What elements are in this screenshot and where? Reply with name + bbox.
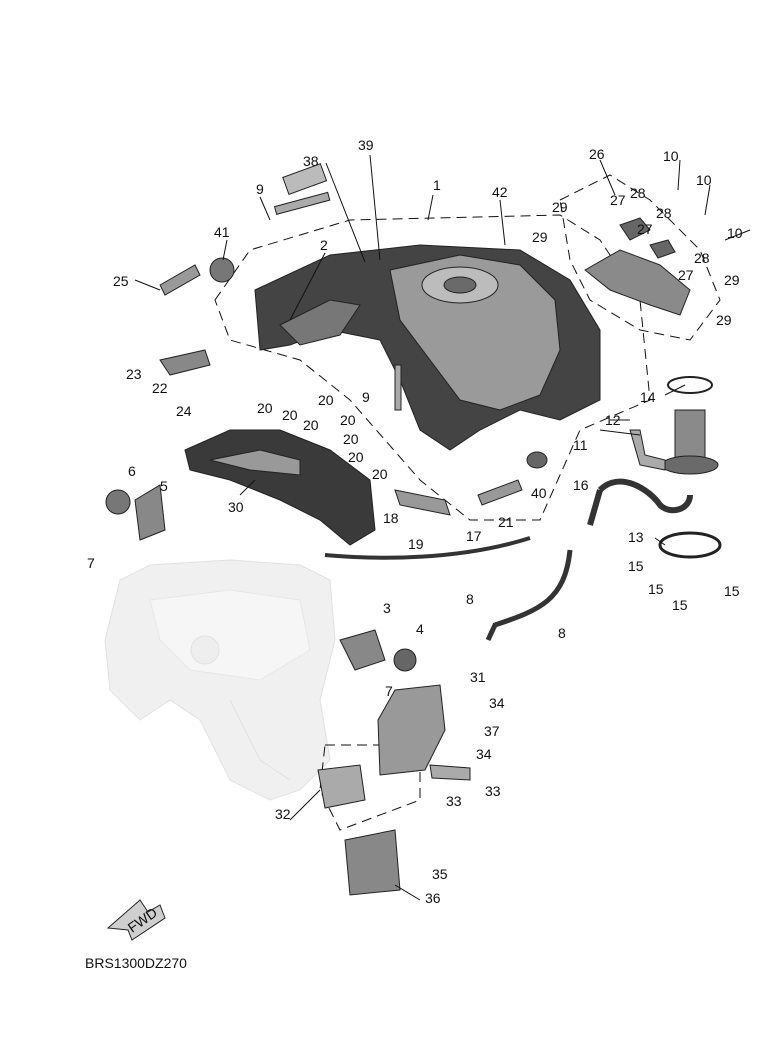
callout-13: 13	[628, 529, 644, 545]
filler-bracket	[584, 217, 691, 316]
callout-6: 6	[128, 463, 136, 479]
callout-25: 25	[113, 273, 129, 289]
callout-20f: 20	[343, 431, 359, 447]
callout-15a: 15	[628, 558, 644, 574]
callout-37: 37	[484, 723, 500, 739]
callout-27c: 27	[678, 267, 694, 283]
callout-16: 16	[573, 477, 589, 493]
callout-27b: 27	[637, 221, 653, 237]
callout-42: 42	[492, 184, 508, 200]
callout-28a: 28	[630, 185, 646, 201]
callout-41: 41	[214, 224, 230, 240]
callout-4: 4	[416, 621, 424, 637]
leader-lines	[134, 154, 751, 901]
fwd-arrow-icon: FWD	[106, 899, 166, 941]
callout-10c: 10	[727, 225, 743, 241]
callout-15d: 15	[724, 583, 740, 599]
callout-21: 21	[498, 514, 514, 530]
callout-1: 1	[433, 177, 441, 193]
callout-33b: 33	[485, 783, 501, 799]
callout-20b: 20	[282, 407, 298, 423]
callout-19: 19	[408, 536, 424, 552]
callout-23: 23	[126, 366, 142, 382]
callout-34b: 34	[476, 746, 492, 762]
callout-9a: 9	[256, 181, 264, 197]
callout-20c: 20	[303, 417, 319, 433]
callout-33a: 33	[446, 793, 462, 809]
callout-7a: 7	[87, 555, 95, 571]
callout-20h: 20	[372, 466, 388, 482]
callout-39: 39	[358, 137, 374, 153]
callout-17: 17	[466, 528, 482, 544]
dashed-outlines	[214, 174, 721, 831]
callout-labels: 1 2 3 4 5 6 7 7 8 8 9 9 10 10 10 11 12 1…	[87, 137, 743, 906]
callout-34a: 34	[489, 695, 505, 711]
diagram-code: BRS1300DZ270	[85, 955, 187, 971]
callout-29a: 29	[552, 199, 568, 215]
side-cover	[184, 429, 376, 546]
callout-40: 40	[531, 485, 547, 501]
callout-35: 35	[432, 866, 448, 882]
callout-38: 38	[303, 153, 319, 169]
fuel-tank	[254, 244, 601, 451]
callout-28b: 28	[656, 205, 672, 221]
callout-14: 14	[640, 389, 656, 405]
callout-24: 24	[176, 403, 192, 419]
callout-30: 30	[228, 499, 244, 515]
callout-32: 32	[275, 806, 291, 822]
callout-10a: 10	[663, 148, 679, 164]
callout-28c: 28	[694, 250, 710, 266]
callout-29c: 29	[724, 272, 740, 288]
callout-2: 2	[320, 237, 328, 253]
callout-27a: 27	[610, 192, 626, 208]
callout-9b: 9	[362, 389, 370, 405]
callout-15c: 15	[672, 597, 688, 613]
callout-26: 26	[589, 146, 605, 162]
callout-20g: 20	[348, 449, 364, 465]
callout-15b: 15	[648, 581, 664, 597]
callout-29d: 29	[716, 312, 732, 328]
callout-36: 36	[425, 890, 441, 906]
fuel-pump	[587, 376, 722, 559]
callout-12: 12	[605, 412, 621, 428]
callout-29b: 29	[532, 229, 548, 245]
callout-10b: 10	[696, 172, 712, 188]
callout-20d: 20	[318, 392, 334, 408]
callout-20e: 20	[340, 412, 356, 428]
misc-parts	[105, 163, 573, 896]
callout-20a: 20	[257, 400, 273, 416]
callout-18: 18	[383, 510, 399, 526]
callout-3: 3	[383, 600, 391, 616]
frame-ghost	[104, 559, 336, 801]
callout-22: 22	[152, 380, 168, 396]
callout-8b: 8	[558, 625, 566, 641]
callout-11: 11	[573, 437, 588, 453]
callout-7b: 7	[385, 683, 393, 699]
callout-8a: 8	[466, 591, 474, 607]
callout-5: 5	[160, 478, 168, 494]
callout-31: 31	[470, 669, 486, 685]
